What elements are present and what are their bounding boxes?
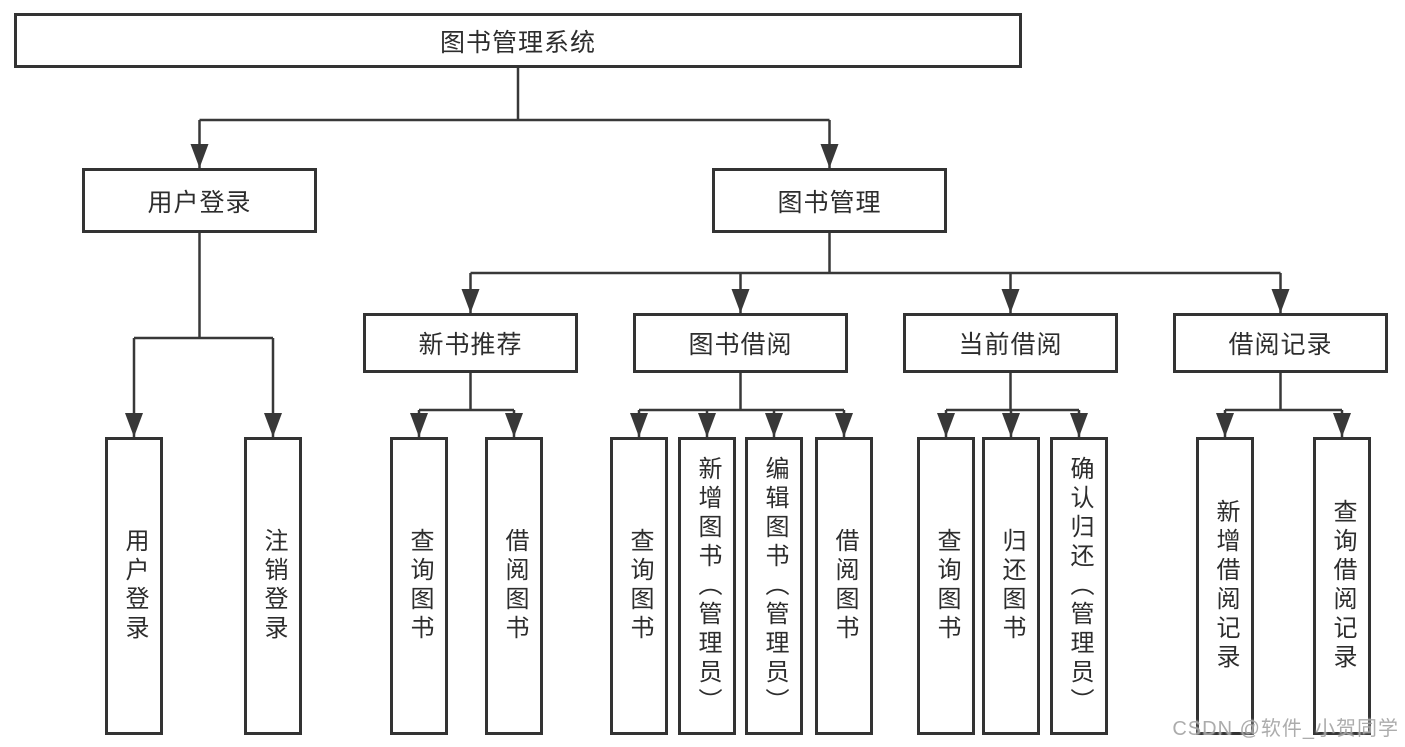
leaf-add-borrow-record-label: 新增借阅记录 (1212, 499, 1239, 673)
leaf-query-borrow-record: 查询借阅记录 (1313, 437, 1371, 735)
leaf-current-query-books-label: 查询图书 (933, 528, 960, 644)
leaf-borrow-books: 借阅图书 (815, 437, 873, 735)
csdn-watermark: CSDN @软件_小贺同学 (1172, 718, 1399, 740)
node-new-book-recommend: 新书推荐 (363, 313, 578, 373)
leaf-edit-books-admin-label: 编辑图书（管理员） (761, 455, 788, 717)
node-book-management-label: 图书管理 (777, 188, 882, 217)
node-current-borrow: 当前借阅 (903, 313, 1118, 373)
leaf-recommend-borrow-books-label: 借阅图书 (501, 528, 528, 644)
node-new-book-recommend-label: 新书推荐 (418, 331, 523, 359)
leaf-logout-label: 注销登录 (260, 528, 287, 644)
node-current-borrow-label: 当前借阅 (958, 331, 1063, 359)
node-user-login: 用户登录 (82, 168, 317, 233)
node-borrow-records: 借阅记录 (1173, 313, 1388, 373)
leaf-add-books-admin-label: 新增图书（管理员） (694, 455, 721, 717)
leaf-current-query-books: 查询图书 (917, 437, 975, 735)
leaf-return-books: 归还图书 (982, 437, 1040, 735)
leaf-recommend-query-books-label: 查询图书 (406, 528, 433, 644)
leaf-query-borrow-record-label: 查询借阅记录 (1329, 499, 1356, 673)
leaf-borrow-books-label: 借阅图书 (831, 528, 858, 644)
leaf-recommend-query-books: 查询图书 (390, 437, 448, 735)
node-borrow-records-label: 借阅记录 (1228, 331, 1333, 359)
node-book-management: 图书管理 (712, 168, 947, 233)
leaf-recommend-borrow-books: 借阅图书 (485, 437, 543, 735)
node-book-borrow-label: 图书借阅 (688, 331, 793, 359)
leaf-add-borrow-record: 新增借阅记录 (1196, 437, 1254, 735)
leaf-user-login-label: 用户登录 (121, 528, 148, 644)
leaf-user-login: 用户登录 (105, 437, 163, 735)
leaf-borrow-query-books: 查询图书 (610, 437, 668, 735)
leaf-confirm-return-admin-label: 确认归还（管理员） (1066, 455, 1093, 717)
leaf-edit-books-admin: 编辑图书（管理员） (745, 437, 803, 735)
leaf-confirm-return-admin: 确认归还（管理员） (1050, 437, 1108, 735)
node-book-borrow: 图书借阅 (633, 313, 848, 373)
leaf-return-books-label: 归还图书 (998, 528, 1025, 644)
node-root-system: 图书管理系统 (14, 13, 1022, 68)
leaf-logout: 注销登录 (244, 437, 302, 735)
node-root-label: 图书管理系统 (439, 28, 596, 57)
leaf-borrow-query-books-label: 查询图书 (626, 528, 653, 644)
node-user-login-label: 用户登录 (147, 188, 252, 217)
leaf-add-books-admin: 新增图书（管理员） (678, 437, 736, 735)
